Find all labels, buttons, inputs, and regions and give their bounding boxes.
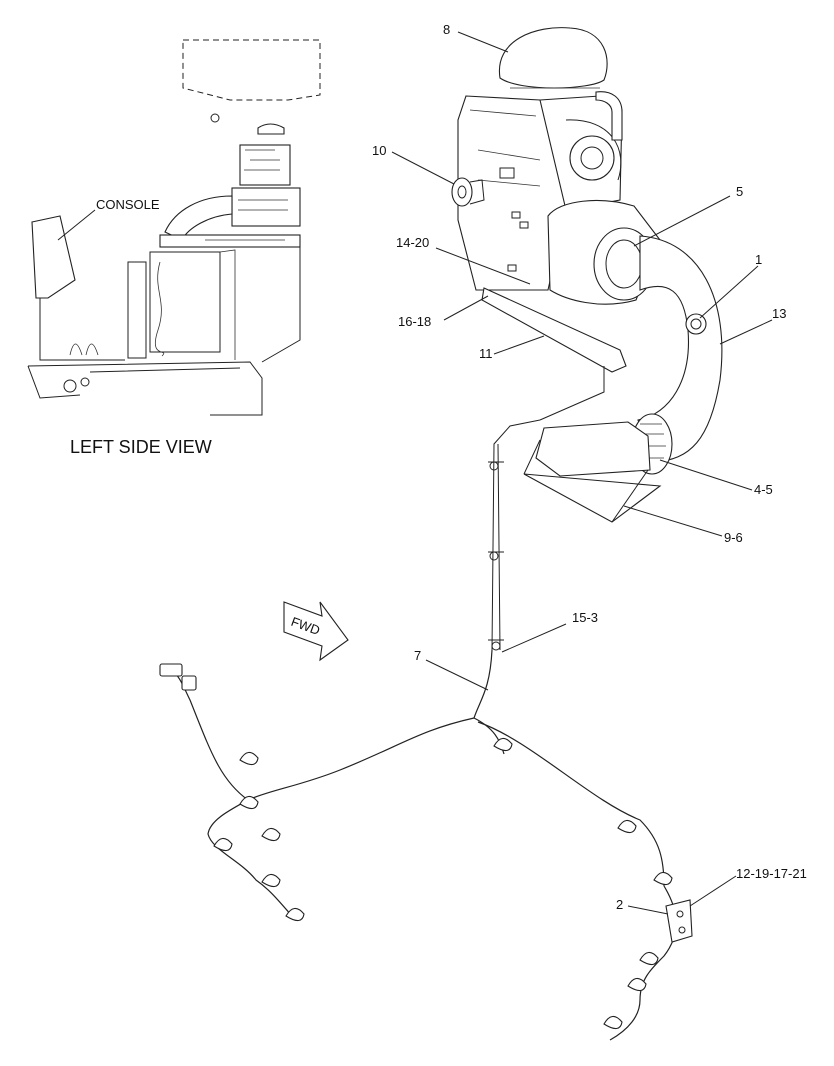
callout-7: 7 — [414, 648, 421, 663]
precleaner-housing — [535, 421, 651, 477]
callout-12-19-17-21: 12-19-17-21 — [736, 866, 807, 881]
harness-clip — [285, 907, 305, 922]
console-panel — [31, 215, 76, 299]
harness-clip — [603, 1015, 623, 1030]
left-side-view-title: LEFT SIDE VIEW — [70, 437, 212, 457]
callout-labels: 8 10 5 14-20 1 13 16-18 11 4-5 9-6 15-3 … — [372, 22, 807, 912]
callout-2: 2 — [616, 897, 623, 912]
callout-9-6: 9-6 — [724, 530, 743, 545]
service-indicator — [685, 313, 707, 335]
callout-4-5: 4-5 — [754, 482, 773, 497]
callout-14-20: 14-20 — [396, 235, 429, 250]
harness-clip — [239, 751, 259, 766]
callout-1: 1 — [755, 252, 762, 267]
mounting-plate — [665, 899, 693, 943]
forward-arrow-icon — [283, 601, 349, 662]
callout-5: 5 — [736, 184, 743, 199]
rain-cap — [498, 27, 608, 89]
harness-clip — [261, 827, 281, 842]
pulley — [569, 135, 615, 181]
callout-8: 8 — [443, 22, 450, 37]
callout-16-18: 16-18 — [398, 314, 431, 329]
left-side-view-inset: CONSOLE LEFT SIDE VIEW — [27, 39, 321, 457]
mounting-bracket — [481, 287, 627, 373]
callout-15-3: 15-3 — [572, 610, 598, 625]
harness-clip — [653, 871, 673, 886]
callout-10: 10 — [372, 143, 386, 158]
harness-clip — [493, 737, 513, 752]
air-cleaner-assembly — [451, 27, 723, 651]
harness-clip — [239, 795, 259, 810]
harness-clip — [639, 951, 659, 966]
harness-connector — [159, 663, 183, 677]
fwd-arrow: FWD — [283, 601, 349, 662]
wiring-harness — [159, 649, 693, 1041]
callout-13: 13 — [772, 306, 786, 321]
harness-clip — [213, 837, 233, 852]
fitting — [451, 177, 473, 207]
callout-11: 11 — [479, 346, 493, 361]
console-label: CONSOLE — [96, 197, 160, 212]
harness-clip — [261, 873, 281, 888]
callout-leaders — [391, 31, 773, 915]
harness-clip — [627, 977, 647, 992]
harness-clip — [617, 819, 637, 834]
